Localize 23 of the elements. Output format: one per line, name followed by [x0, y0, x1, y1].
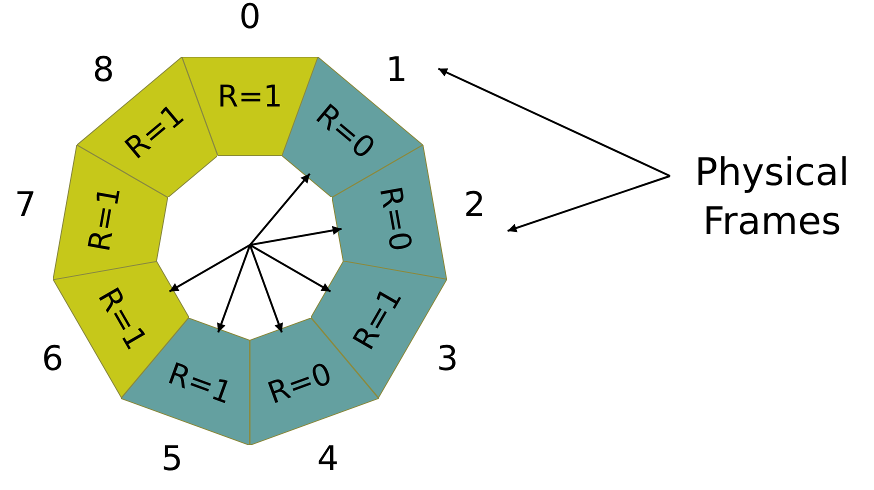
reference-bit-label: R=1 — [82, 184, 128, 254]
frame-number: 0 — [239, 0, 261, 37]
frame-number: 7 — [14, 185, 36, 226]
arrow — [438, 68, 670, 177]
arrow — [250, 226, 342, 246]
arrow — [249, 173, 311, 246]
frame-number: 1 — [386, 50, 408, 90]
frame-number: 3 — [436, 339, 458, 379]
frame-number: 5 — [161, 439, 183, 480]
reference-bit-label: R=0 — [372, 184, 418, 254]
arrow — [507, 175, 670, 232]
frame-number: 6 — [42, 339, 64, 379]
frame-number: 2 — [464, 185, 486, 226]
arrow — [250, 244, 332, 292]
frame-number: 4 — [317, 439, 339, 480]
arrow — [249, 244, 283, 333]
frame-number: 8 — [92, 50, 114, 90]
callout-text: Physical Frames — [694, 149, 850, 246]
reference-bit-label: R=1 — [217, 80, 283, 115]
arrow — [217, 244, 251, 333]
reference-bit-label: R=1 — [162, 356, 236, 412]
arrow — [168, 244, 250, 292]
reference-bit-label: R=0 — [264, 356, 337, 412]
